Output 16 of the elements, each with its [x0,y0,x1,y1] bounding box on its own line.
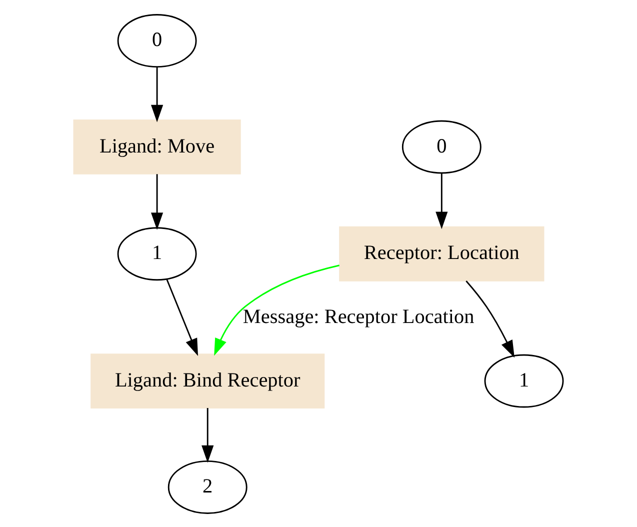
node-box: Ligand: Bind Receptor [90,353,325,408]
node-box: Receptor: Location [339,226,544,281]
arrow [150,174,164,230]
node-ellipse: 2 [168,460,248,514]
edge-label: Message: Receptor Location [242,305,474,328]
arrow [150,66,164,122]
node-ellipse: 1 [117,226,197,280]
node-ellipse: 0 [117,14,197,68]
arrow [166,278,198,356]
node-ellipse: 0 [402,120,482,174]
arrow [214,264,340,356]
arrow [436,172,448,229]
node-ellipse: 1 [484,354,564,408]
arrow [466,280,514,358]
arrow [202,408,214,462]
node-box: Ligand: Move [73,119,241,174]
